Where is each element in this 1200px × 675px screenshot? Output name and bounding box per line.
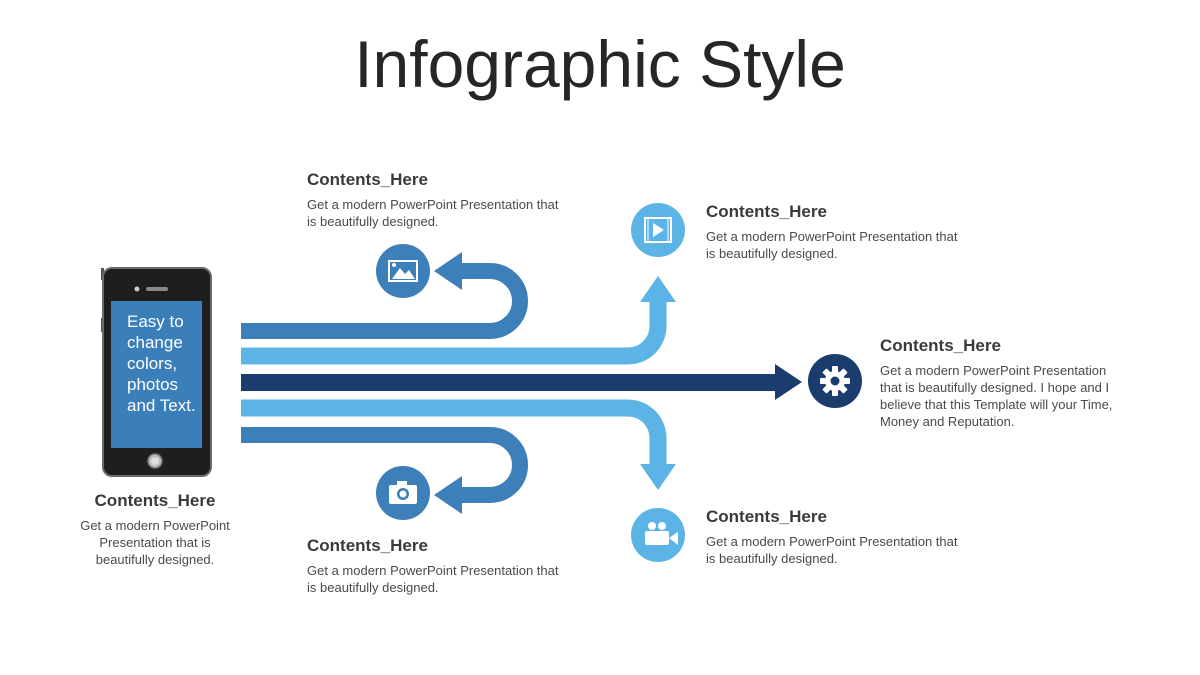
content-block-gear: Contents_Here Get a modern PowerPoint Pr… [880,336,1130,430]
video-camera-icon [631,508,685,562]
content-block-camera: Contents_Here Get a modern PowerPoint Pr… [307,536,567,596]
arrow-head-up [640,276,676,302]
arrow-uturn-bottom [241,427,529,503]
arrow-up [241,300,667,365]
content-heading: Contents_Here [880,336,1001,355]
arrow-straight [241,374,777,391]
arrow-head-down [640,464,676,490]
content-heading: Contents_Here [706,507,827,526]
arrow-head-uturn-top [434,252,462,290]
content-block-video: Contents_Here Get a modern PowerPoint Pr… [706,202,966,262]
content-text: Get a modern PowerPoint Presentation tha… [307,563,559,595]
content-text: Get a modern PowerPoint Presentation tha… [706,534,958,566]
arrow-head-uturn-bottom [434,476,462,514]
smartphone-icon [101,267,212,477]
content-text: Get a modern PowerPoint Presentation tha… [80,518,230,567]
content-heading: Contents_Here [706,202,827,221]
content-text: Get a modern PowerPoint Presentation tha… [880,363,1113,429]
content-block-video-camera: Contents_Here Get a modern PowerPoint Pr… [706,507,966,567]
content-heading: Contents_Here [307,536,428,555]
content-heading: Contents_Here [307,170,428,189]
content-text: Get a modern PowerPoint Presentation tha… [307,197,559,229]
page-title: Infographic Style [354,27,846,101]
arrow-uturn-top [241,263,529,339]
content-heading: Contents_Here [94,491,216,510]
phone-screen-text: Easy to change colors, photos and Text. [127,312,196,415]
content-text: Get a modern PowerPoint Presentation tha… [706,229,958,261]
image-icon [376,244,430,298]
content-block-image: Contents_Here Get a modern PowerPoint Pr… [307,170,567,230]
content-block-phone: Contents_Here Get a modern PowerPoint Pr… [70,491,240,568]
gear-icon [808,354,862,408]
arrow-head-straight [775,364,802,400]
camera-icon [376,466,430,520]
arrow-down [241,399,667,464]
video-play-icon [631,203,685,257]
